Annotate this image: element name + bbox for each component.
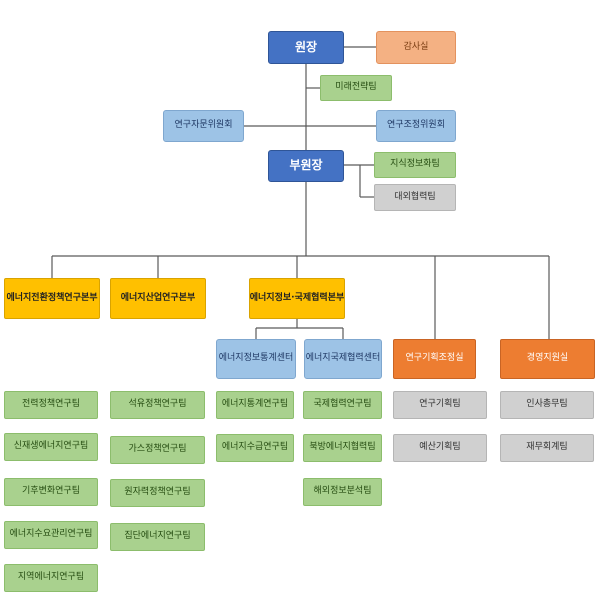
team-district-energy: 집단에너지연구팀	[110, 523, 205, 551]
audit-box: 감사실	[376, 31, 456, 64]
center-intl-coop: 에너지국제협력센터	[304, 339, 382, 379]
team-hr-general: 인사총무팀	[500, 391, 594, 419]
team-overseas-info: 해외정보분석팀	[303, 478, 382, 506]
team-north-korea-energy: 북방에너지협력팀	[303, 434, 382, 462]
team-finance-accounting: 재무회계팀	[500, 434, 594, 462]
division-industry: 에너지산업연구본부	[110, 278, 206, 319]
division-transition-policy: 에너지전환정책연구본부	[4, 278, 100, 319]
team-renewable: 신재생에너지연구팀	[4, 433, 98, 461]
team-gas-policy: 가스정책연구팀	[110, 436, 205, 464]
team-energy-stats: 에너지통계연구팀	[216, 391, 294, 419]
team-regional-energy: 지역에너지연구팀	[4, 564, 98, 592]
external-coop-box: 대외협력팀	[374, 184, 456, 211]
future-strategy-box: 미래전략팀	[320, 75, 392, 101]
team-power-policy: 전력정책연구팀	[4, 391, 98, 419]
team-oil-policy: 석유정책연구팀	[110, 391, 205, 419]
team-nuclear-policy: 원자력정책연구팀	[110, 479, 205, 507]
president-box: 원장	[268, 31, 344, 64]
team-research-planning: 연구기획팀	[393, 391, 487, 419]
knowledge-info-box: 지식정보화팀	[374, 152, 456, 178]
team-supply-demand: 에너지수급연구팀	[216, 434, 294, 462]
division-info-intl: 에너지정보·국제협력본부	[249, 278, 345, 319]
vice-president-box: 부원장	[268, 150, 344, 182]
center-energy-stats: 에너지정보통계센터	[216, 339, 296, 379]
division-management-support: 경영지원실	[500, 339, 595, 379]
team-budget-planning: 예산기획팀	[393, 434, 487, 462]
team-intl-coop: 국제협력연구팀	[303, 391, 382, 419]
division-research-planning: 연구기획조정실	[393, 339, 476, 379]
team-climate: 기후변화연구팀	[4, 478, 98, 506]
team-demand-management: 에너지수요관리연구팀	[4, 521, 98, 549]
advisory-committee-box: 연구자문위원회	[163, 110, 244, 142]
coordination-committee-box: 연구조정위원회	[376, 110, 456, 142]
